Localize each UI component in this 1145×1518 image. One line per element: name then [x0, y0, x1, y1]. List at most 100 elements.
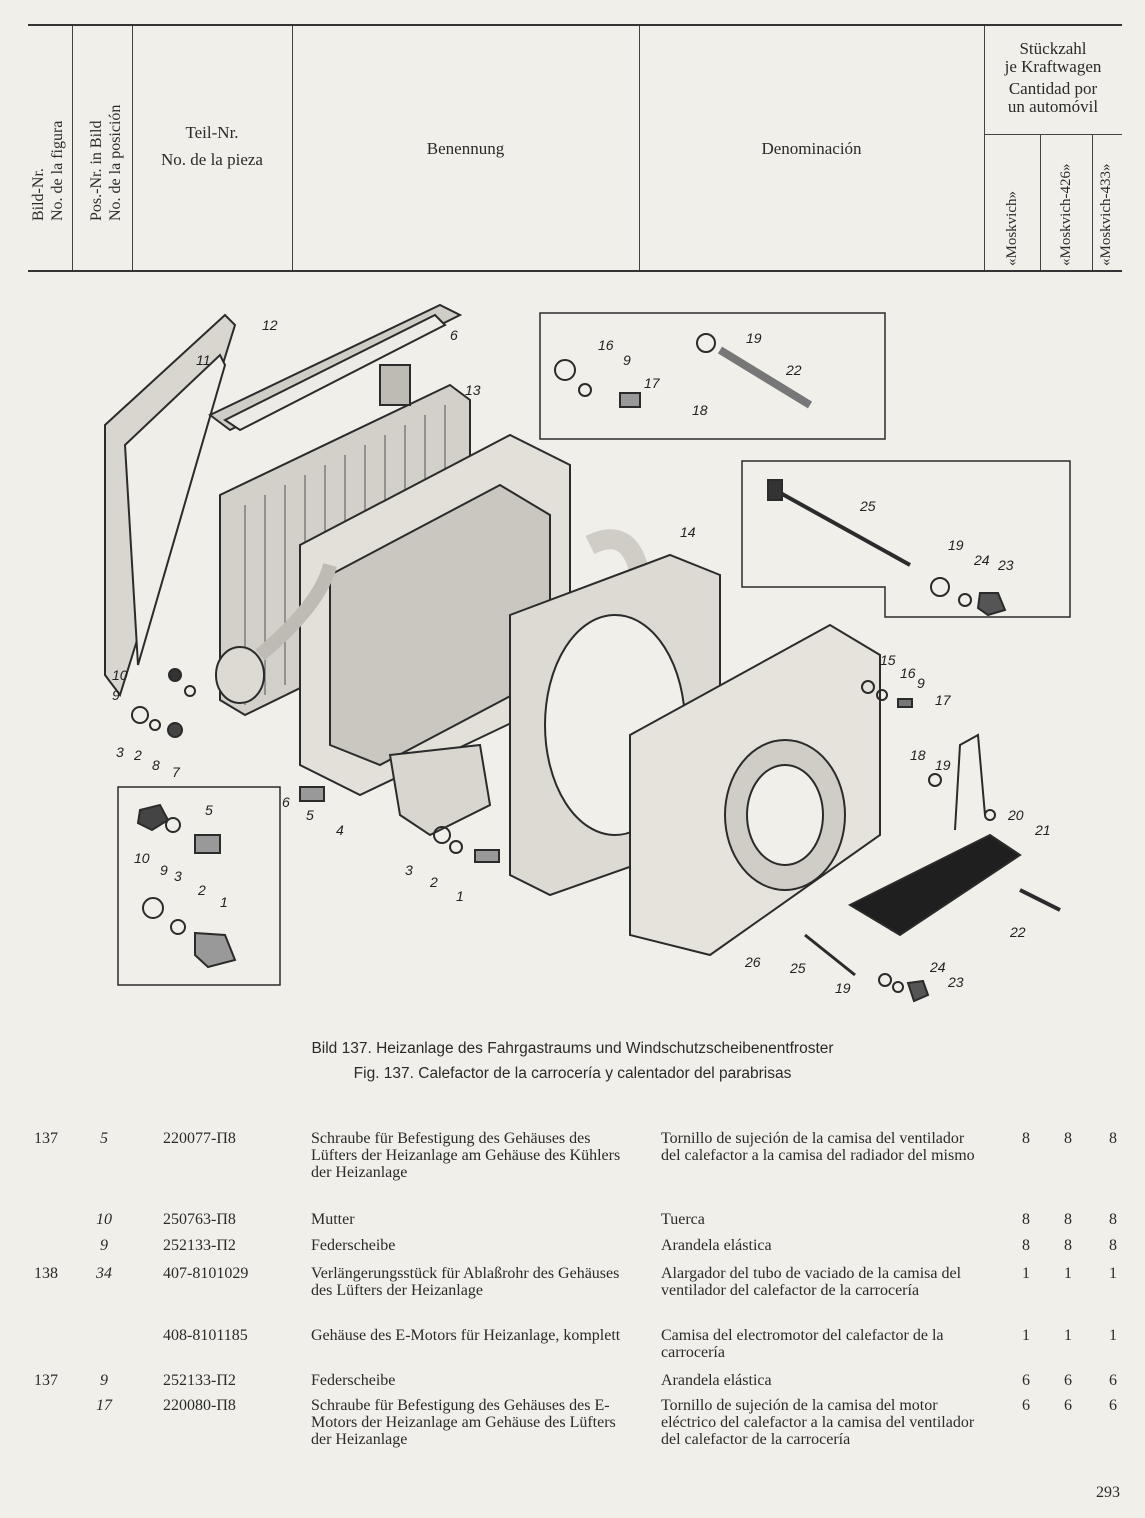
callout-3-inset: 3: [174, 868, 182, 884]
inset-box-top: [539, 312, 886, 440]
row-divider: [984, 134, 1122, 135]
cell-de: Federscheibe: [311, 1237, 396, 1254]
column-divider: [984, 26, 985, 270]
callout-18-right: 18: [910, 747, 926, 763]
cell-part: 252133-П2: [163, 1372, 236, 1389]
cell-part: 250763-П8: [163, 1211, 236, 1228]
col-qty-es-2: un automóvil: [1007, 97, 1099, 116]
figure-caption-de: Bild 137. Heizanlage des Fahrgastraums u…: [311, 1040, 834, 1057]
col-part-es: No. de la pieza: [161, 150, 263, 169]
callout-6-bottom: 6: [282, 794, 290, 810]
cell-part: 408-8101185: [163, 1327, 248, 1344]
column-divider: [72, 26, 73, 270]
bracket-21-part: [847, 833, 1022, 937]
col-part-header: Teil-Nr. No. de la pieza: [132, 122, 292, 170]
callout-25-bottom: 25: [789, 960, 806, 976]
cell-qty-3: 8: [1109, 1130, 1117, 1147]
cell-es: Arandela elástica: [661, 1372, 772, 1389]
col-qty-de-2: je Kraftwagen: [1004, 57, 1102, 76]
callout-10-inset: 10: [134, 850, 150, 866]
inset-box-bottom: [117, 786, 281, 986]
cell-qty-1: 6: [1022, 1372, 1030, 1389]
callout-23-bottom: 23: [947, 974, 964, 990]
inset-box-middle: [741, 460, 1071, 618]
cell-qty-2: 8: [1064, 1130, 1072, 1147]
callout-22-right: 22: [1009, 924, 1026, 940]
cell-qty-2: 1: [1064, 1265, 1072, 1282]
callout-9-inset: 9: [160, 862, 168, 878]
callout-24-mid: 24: [973, 552, 990, 568]
callout-5: 5: [306, 807, 314, 823]
pin-22-part: [717, 346, 813, 409]
column-divider: [1092, 134, 1093, 270]
model-moskvich: «Moskvich»: [1004, 191, 1020, 266]
callout-17-top: 17: [644, 375, 661, 391]
cell-pos: 9: [100, 1237, 108, 1254]
cell-de: Verlängerungsstück für Ablaßrohr des Geh…: [311, 1265, 620, 1299]
cell-fig: 138: [34, 1265, 58, 1282]
callout-9-left: 9: [112, 687, 120, 703]
callout-19-right: 19: [935, 757, 951, 773]
cell-pos: 9: [100, 1372, 108, 1389]
cell-es: Tornillo de sujeción de la camisa del mo…: [661, 1397, 975, 1448]
cell-qty-3: 8: [1109, 1211, 1117, 1228]
col-fig-header: Bild-Nr. No. de la figura: [29, 61, 71, 221]
cell-de: Mutter: [311, 1211, 355, 1228]
cell-qty-3: 1: [1109, 1265, 1117, 1282]
col-de-header: Benennung: [426, 139, 505, 158]
callout-4: 4: [336, 822, 344, 838]
callout-5-inset: 5: [205, 802, 213, 818]
cell-es: Tornillo de sujeción de la camisa del ve…: [661, 1130, 975, 1164]
callout-8: 8: [152, 757, 160, 773]
outlet-hose-part: [585, 529, 650, 578]
col-qty-de-1: Stückzahl: [1019, 39, 1087, 58]
callout-18-top: 18: [692, 402, 708, 418]
cell-pos: 34: [96, 1265, 112, 1282]
cell-qty-3: 6: [1109, 1397, 1117, 1414]
callout-21: 21: [1034, 822, 1051, 838]
cell-qty-1: 6: [1022, 1397, 1030, 1414]
callout-24-bottom: 24: [929, 959, 946, 975]
model-moskvich-426: «Moskvich-426»: [1058, 163, 1074, 267]
col-fig-de: Bild-Nr.: [30, 168, 47, 221]
cell-qty-1: 8: [1022, 1211, 1030, 1228]
callout-13: 13: [465, 382, 481, 398]
callout-23-mid: 23: [997, 557, 1014, 573]
cell-qty-2: 8: [1064, 1237, 1072, 1254]
cell-qty-2: 1: [1064, 1327, 1072, 1344]
callout-1-inset: 1: [220, 894, 228, 910]
callout-2-left: 2: [133, 747, 142, 763]
inlet-pipe-part: [215, 646, 265, 704]
cell-qty-2: 6: [1064, 1397, 1072, 1414]
cell-qty-1: 8: [1022, 1237, 1030, 1254]
cell-es: Camisa del electromotor del calefactor d…: [661, 1327, 944, 1361]
cell-qty-3: 8: [1109, 1237, 1117, 1254]
callout-19-top: 19: [746, 330, 762, 346]
col-part-de: Teil-Nr.: [185, 123, 239, 142]
callout-2-inset: 2: [197, 882, 206, 898]
callout-16-top: 16: [598, 337, 614, 353]
cell-de: Federscheibe: [311, 1372, 396, 1389]
callout-3-mid: 3: [405, 862, 413, 878]
cell-es: Arandela elástica: [661, 1237, 772, 1254]
callout-19-bottom: 19: [835, 980, 851, 996]
column-divider: [292, 26, 293, 270]
cell-qty-2: 6: [1064, 1372, 1072, 1389]
callout-20: 20: [1007, 807, 1024, 823]
cell-fig: 137: [34, 1130, 58, 1147]
col-qty-es-1: Cantidad por: [1008, 79, 1098, 98]
callout-17-mid: 17: [935, 692, 952, 708]
col-pos-de: Pos.-Nr. in Bild: [88, 120, 105, 221]
callout-2-mid: 2: [429, 874, 438, 890]
callout-1-mid: 1: [456, 888, 464, 904]
callout-3-left: 3: [116, 744, 124, 760]
cell-qty-3: 6: [1109, 1372, 1117, 1389]
callout-10: 10: [112, 667, 128, 683]
col-fig-es: No. de la figura: [49, 120, 66, 221]
callout-9-top: 9: [623, 352, 631, 368]
cell-qty-1: 1: [1022, 1327, 1030, 1344]
column-divider: [1040, 134, 1041, 270]
callout-6-top: 6: [450, 327, 458, 343]
cell-fig: 137: [34, 1372, 58, 1389]
cell-de: Schraube für Befestigung des Gehäuses de…: [311, 1130, 621, 1181]
